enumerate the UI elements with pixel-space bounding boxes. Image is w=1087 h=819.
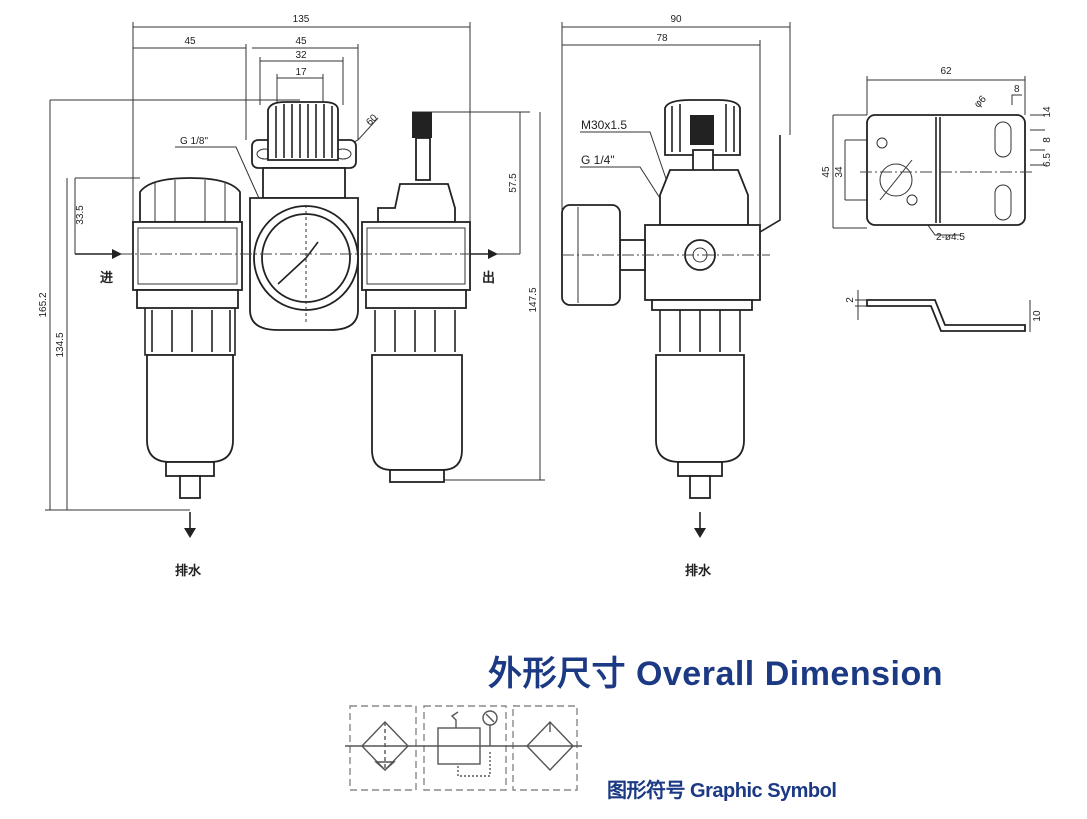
- front-drain-label: 排水: [175, 563, 202, 579]
- dim-bracket-thickness: 2: [845, 297, 856, 303]
- dim-overall-height: 165.2: [38, 292, 49, 317]
- dim-port-height: 33.5: [75, 205, 86, 225]
- graphic-symbol: [345, 705, 582, 791]
- dim-left-width: 45: [184, 36, 196, 47]
- outlet-label: 出: [482, 270, 495, 286]
- dim-knob-width: 32: [295, 50, 307, 61]
- dim-slot-a: 14: [1042, 106, 1053, 118]
- dim-bracket-height: 45: [821, 166, 832, 178]
- bracket-view: 62 8 φ6 45 34 2-ø4.5 14 8 6.5 2 10: [821, 66, 1053, 332]
- filter-unit: [132, 177, 243, 499]
- dim-top-to-center: 57.5: [508, 173, 519, 193]
- side-view: 90 78 M30x1.5 G 1/4" 排水: [561, 14, 791, 579]
- front-dimension-lines: [45, 22, 545, 511]
- dim-bracket-edge: 8: [1014, 84, 1020, 95]
- overall-dimension-title: 外形尺寸 Overall Dimension: [488, 655, 943, 693]
- dim-knob-top: 17: [295, 67, 307, 78]
- side-port-label: G 1/4": [581, 153, 615, 167]
- dim-panel-hole: 60: [364, 112, 380, 128]
- dim-bracket-offset: 10: [1032, 310, 1043, 322]
- dim-bracket-hole-spacing: 34: [834, 166, 845, 178]
- dim-center-width: 45: [295, 36, 307, 47]
- dim-slot-c: 6.5: [1042, 153, 1053, 167]
- thread-label: M30x1.5: [581, 118, 627, 132]
- graphic-symbol-caption: 图形符号 Graphic Symbol: [607, 780, 837, 802]
- lubricator-unit: [361, 112, 471, 483]
- dim-bracket-width: 62: [940, 66, 952, 77]
- side-drain-label: 排水: [685, 563, 712, 579]
- inlet-label: 进: [100, 271, 113, 286]
- dim-height-to-drain: 134.5: [55, 332, 66, 357]
- dim-lubricator-height: 147.5: [528, 287, 539, 312]
- dim-slot-b: 8: [1042, 137, 1053, 143]
- dim-overall-width: 135: [293, 14, 310, 25]
- dim-body-depth: 78: [656, 33, 668, 44]
- dim-bracket-hole-spec: 2-ø4.5: [936, 232, 965, 243]
- dim-bracket-hole-dia: φ6: [972, 94, 989, 111]
- dim-overall-depth: 90: [670, 14, 682, 25]
- regulator-unit: [249, 101, 359, 331]
- front-port-label: G 1/8": [180, 136, 208, 147]
- front-view: 135 45 45 32 17 60 G 1/8" 165.2 134.5 33…: [38, 14, 545, 579]
